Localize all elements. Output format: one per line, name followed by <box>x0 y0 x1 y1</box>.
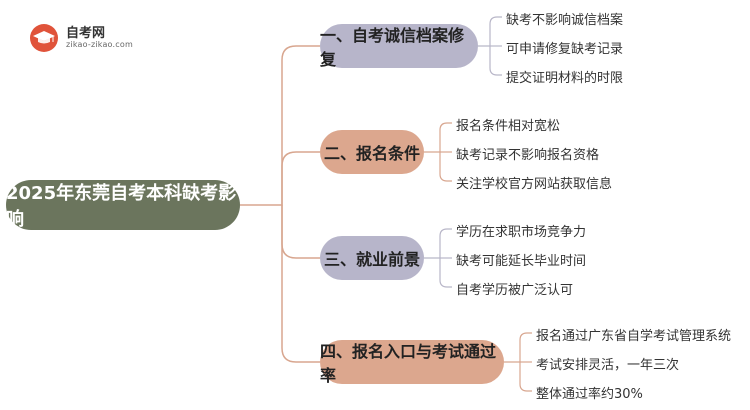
link-root-branch-4 <box>281 205 320 363</box>
leaf-4-3: 整体通过率约30% <box>536 387 643 402</box>
leaf-2-1: 报名条件相对宽松 <box>456 119 561 134</box>
leaf-1-1: 缺考不影响诚信档案 <box>506 13 624 28</box>
leaf-4-1: 报名通过广东省自学考试管理系统 <box>536 329 732 344</box>
leaf-2-2: 缺考记录不影响报名资格 <box>456 148 600 163</box>
leaf-3-1: 学历在求职市场竞争力 <box>456 225 587 240</box>
logo-name: 自考网 <box>66 26 106 41</box>
site-logo[interactable]: 自考网 zikao-zikao.com <box>30 18 140 54</box>
branch-node-1: 一、自考诚信档案修复 <box>320 24 478 69</box>
leaf-3-3: 自考学历被广泛认可 <box>456 283 574 298</box>
graduation-cap-icon <box>30 24 58 52</box>
leaf-1-3: 提交证明材料的时限 <box>506 71 624 86</box>
link-b3-leaf-3 <box>439 258 452 288</box>
branch-node-4: 四、报名入口与考试通过率 <box>320 340 504 385</box>
link-b4-leaf-1 <box>504 332 532 363</box>
link-b2-leaf-1 <box>424 122 452 153</box>
logo-url: zikao-zikao.com <box>66 40 133 49</box>
leaf-2-3: 关注学校官方网站获取信息 <box>456 177 613 192</box>
leaf-1-2: 可申请修复缺考记录 <box>506 42 624 57</box>
link-b4-leaf-3 <box>519 362 532 392</box>
branch-node-2: 二、报名条件 <box>320 130 424 174</box>
root-node: 2025年东莞自考本科缺考影响 <box>6 180 240 230</box>
link-root-branch-1 <box>240 45 320 206</box>
link-b1-leaf-1 <box>478 16 502 47</box>
leaf-3-2: 缺考可能延长毕业时间 <box>456 254 587 269</box>
branch-node-3: 三、就业前景 <box>320 236 424 280</box>
link-root-branch-3 <box>281 205 320 259</box>
link-b3-leaf-1 <box>424 228 452 259</box>
link-root-branch-2 <box>281 151 320 205</box>
link-b1-leaf-3 <box>489 46 502 76</box>
leaf-4-2: 考试安排灵活，一年三次 <box>536 358 680 373</box>
link-b2-leaf-3 <box>439 152 452 182</box>
